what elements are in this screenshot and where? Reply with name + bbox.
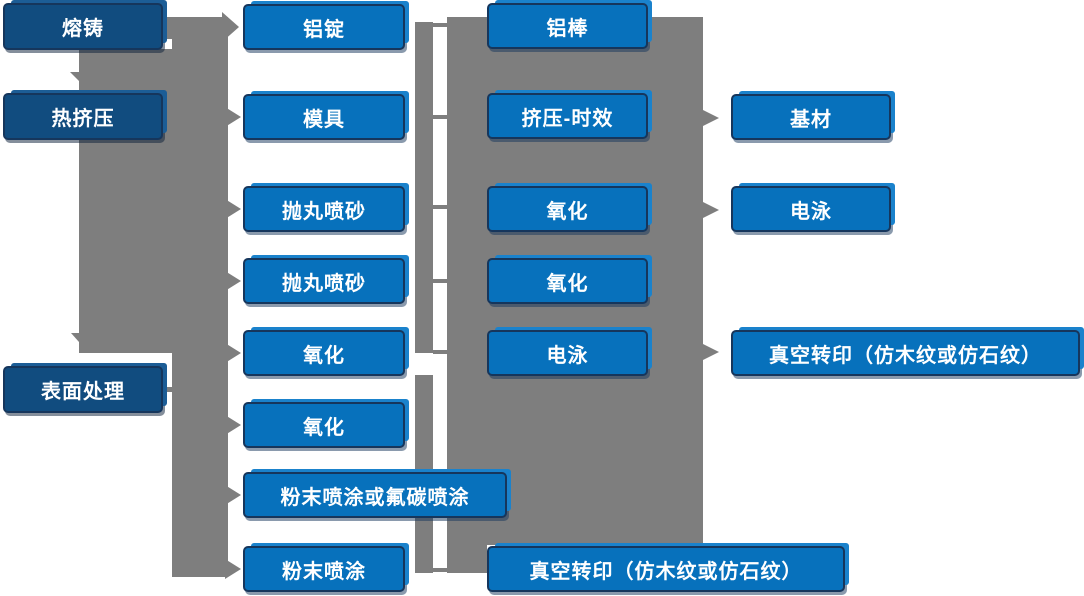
node-electrophoresis-2: 电泳 (731, 186, 891, 232)
arrowhead-to-base-material (703, 110, 719, 126)
band-col3-lower-tail (447, 545, 487, 573)
node-shot-blast-2: 抛丸喷砂 (243, 258, 405, 304)
arrowhead-to-mold (225, 107, 241, 127)
row-link-oxidation-electrophoresis (433, 350, 449, 354)
connector-trunk-col2 (172, 17, 228, 577)
node-mold: 模具 (243, 94, 405, 140)
arrowhead-to-powder-fluorocarbon (225, 485, 241, 505)
node-oxidation-b1: 氧化 (487, 186, 648, 232)
node-shot-blast-1: 抛丸喷砂 (243, 186, 405, 232)
arrowhead-to-shot-blast-2 (225, 271, 241, 291)
arrowhead-to-shot-blast-1 (225, 199, 241, 219)
row-link-ingot-rod (433, 23, 449, 27)
node-al-rod: 铝棒 (487, 3, 648, 49)
node-surface-treatment: 表面处理 (3, 366, 163, 413)
node-base-material: 基材 (731, 94, 891, 140)
arrowhead-to-oxidation-a1 (225, 343, 241, 363)
node-vacuum-transfer-print-2: 真空转印（仿木纹或仿石纹） (731, 330, 1080, 376)
rail-col2-col3-upper (415, 22, 433, 353)
node-melt-cast: 熔铸 (3, 3, 163, 50)
node-powder-or-fluorocarbon-spray: 粉末喷涂或氟碳喷涂 (243, 472, 507, 518)
node-hot-extrusion: 热挤压 (3, 93, 163, 140)
node-al-ingot: 铝锭 (243, 4, 405, 50)
node-oxidation-b2: 氧化 (487, 258, 648, 304)
node-electrophoresis-1: 电泳 (487, 330, 648, 376)
arrowhead-to-oxidation-a2 (225, 415, 241, 435)
row-link-shotblast-oxidation (433, 205, 449, 209)
arrowhead-to-electrophoresis-2 (703, 202, 719, 218)
arrowhead-to-powder-spray (225, 559, 241, 579)
node-extrusion-aging: 挤压-时效 (487, 93, 648, 139)
connector-surface-treatment-link (162, 387, 174, 392)
arrowhead-to-vacuum-transfer-2 (703, 344, 719, 360)
arrowhead-to-surface-treatment (71, 333, 102, 351)
row-link-shotblast2-oxidation2 (433, 279, 449, 283)
node-oxidation-a1: 氧化 (243, 330, 405, 376)
row-link-powder-vacuumprint (433, 568, 449, 572)
node-vacuum-transfer-print-1: 真空转印（仿木纹或仿石纹） (487, 546, 845, 592)
arrowhead-to-hot-extrusion (70, 72, 97, 86)
row-link-mold-extrusion (433, 115, 449, 119)
node-oxidation-a2: 氧化 (243, 402, 405, 448)
node-powder-spray: 粉末喷涂 (243, 546, 405, 592)
